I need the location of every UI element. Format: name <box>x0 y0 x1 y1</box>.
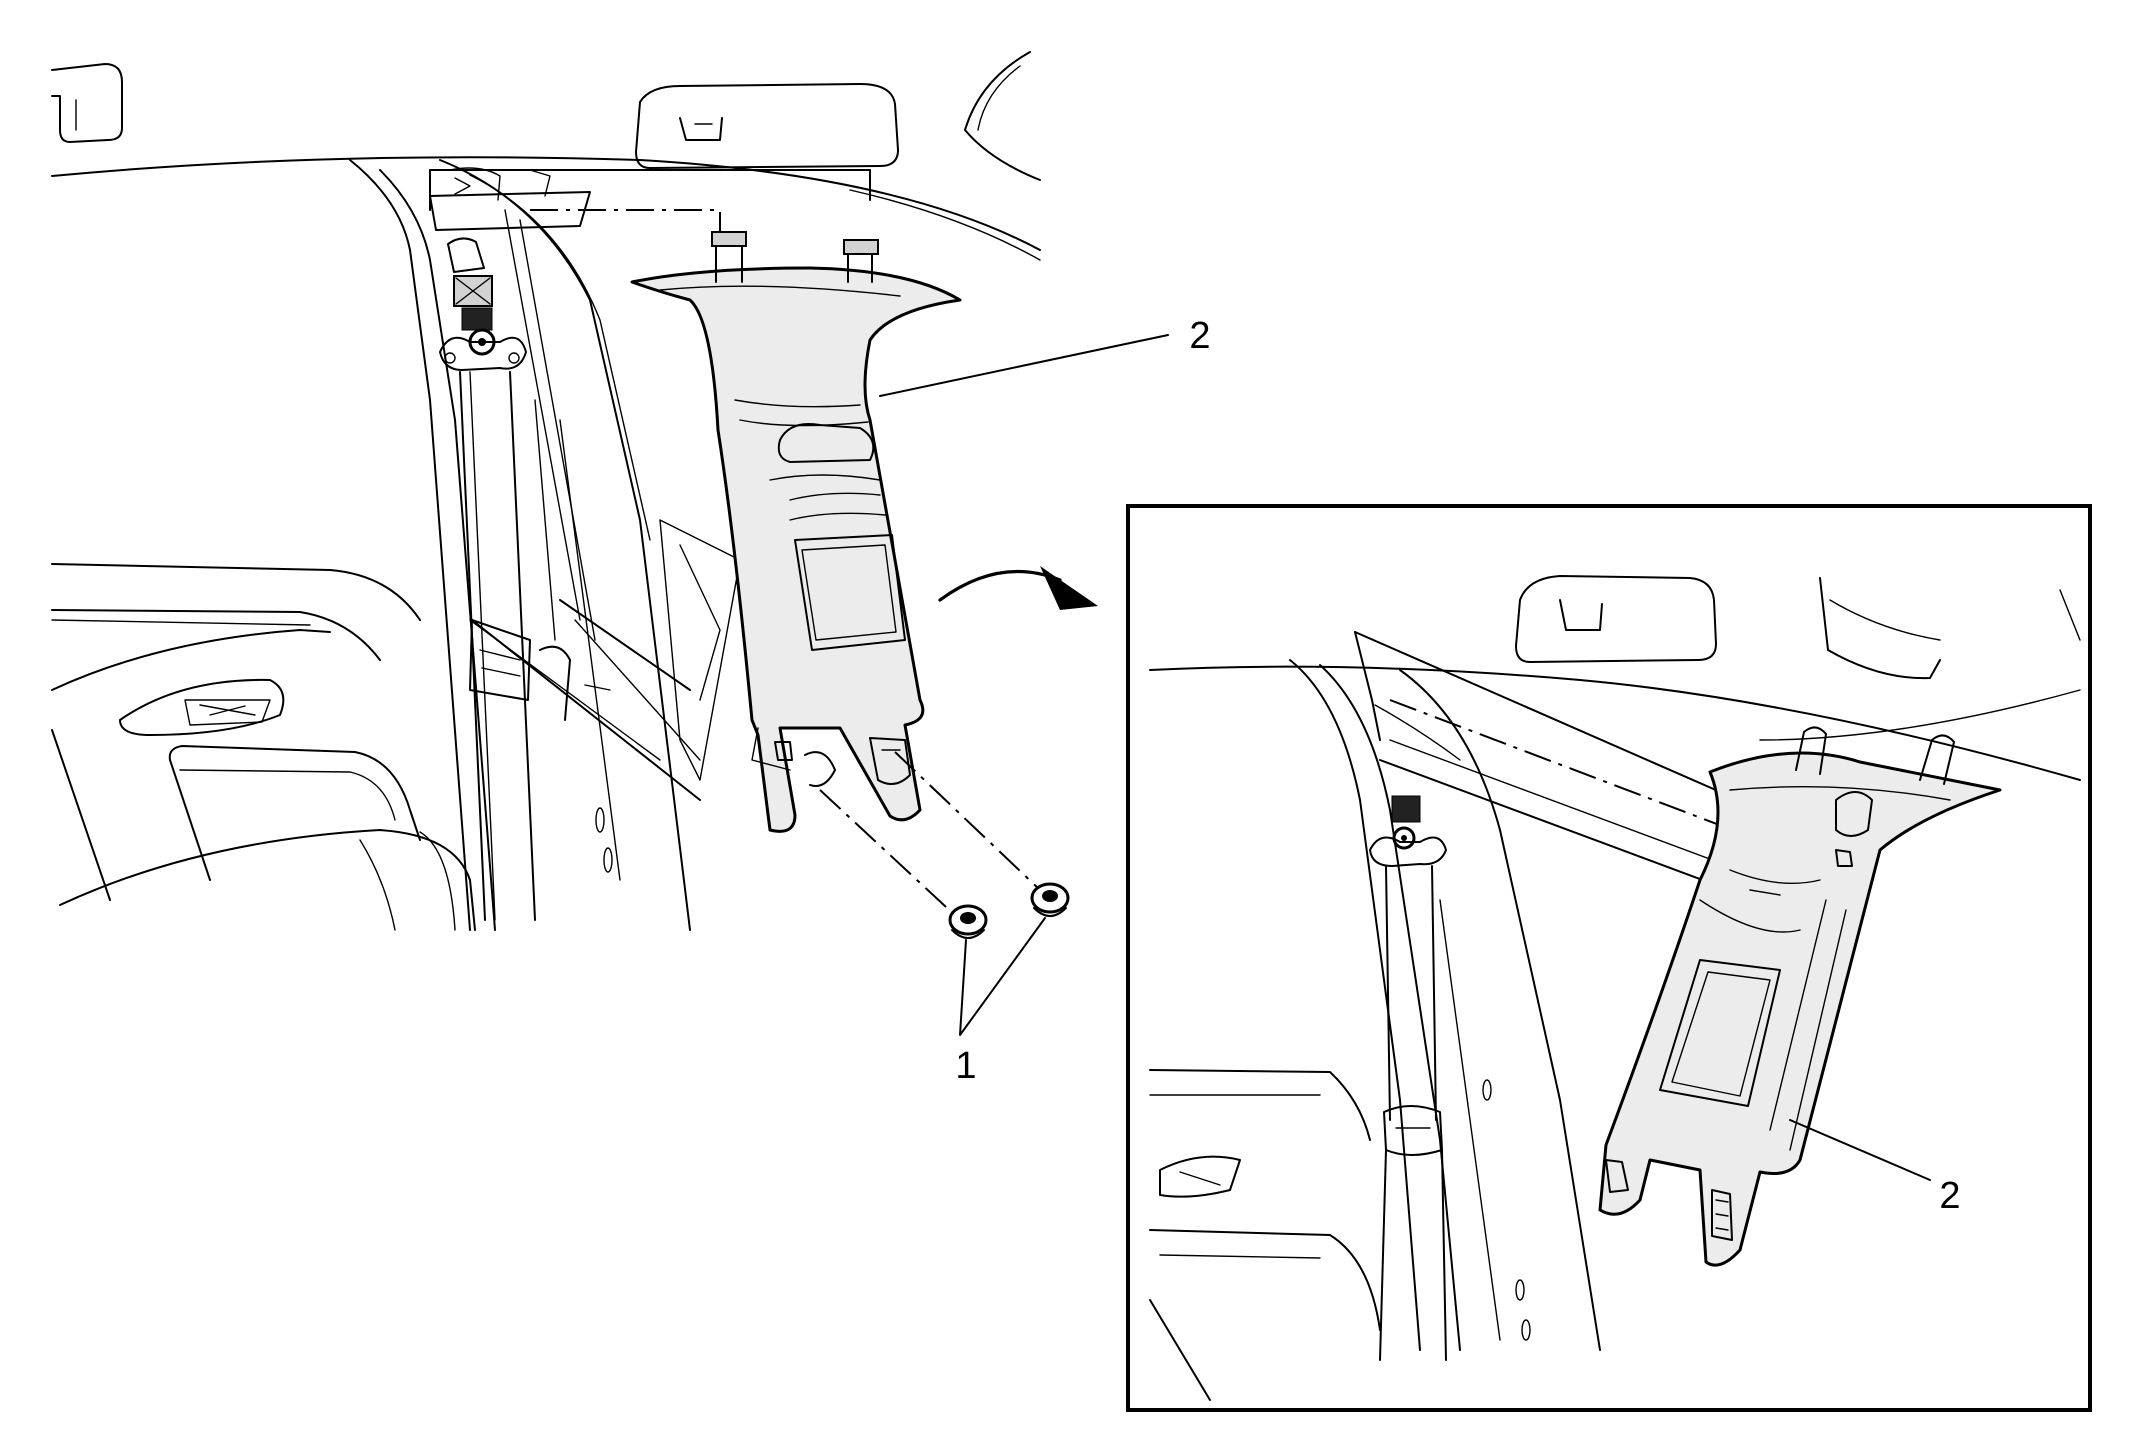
door-and-seat <box>51 563 476 931</box>
callout-2-main: 2 <box>1189 315 1210 357</box>
callout-1: 1 <box>955 1045 976 1087</box>
leader-2-main <box>879 334 1169 397</box>
headliner <box>51 51 1041 261</box>
leader-2-inset <box>1789 1119 1931 1181</box>
callout-2-inset: 2 <box>1939 1175 1960 1217</box>
belt-guide-bracket <box>469 619 571 721</box>
inset-frame <box>1126 504 2092 1412</box>
fastener-right <box>1030 882 1070 917</box>
trim-panel-main <box>630 231 962 833</box>
fasteners <box>819 751 1070 1036</box>
main-view <box>51 51 1169 1036</box>
b-pillar-body <box>349 159 691 931</box>
alignment-guides <box>429 169 871 801</box>
fastener-left <box>948 904 988 939</box>
inset-view <box>1126 504 2092 1412</box>
seat-belt-main <box>439 237 536 921</box>
view-arrow <box>938 566 1098 610</box>
